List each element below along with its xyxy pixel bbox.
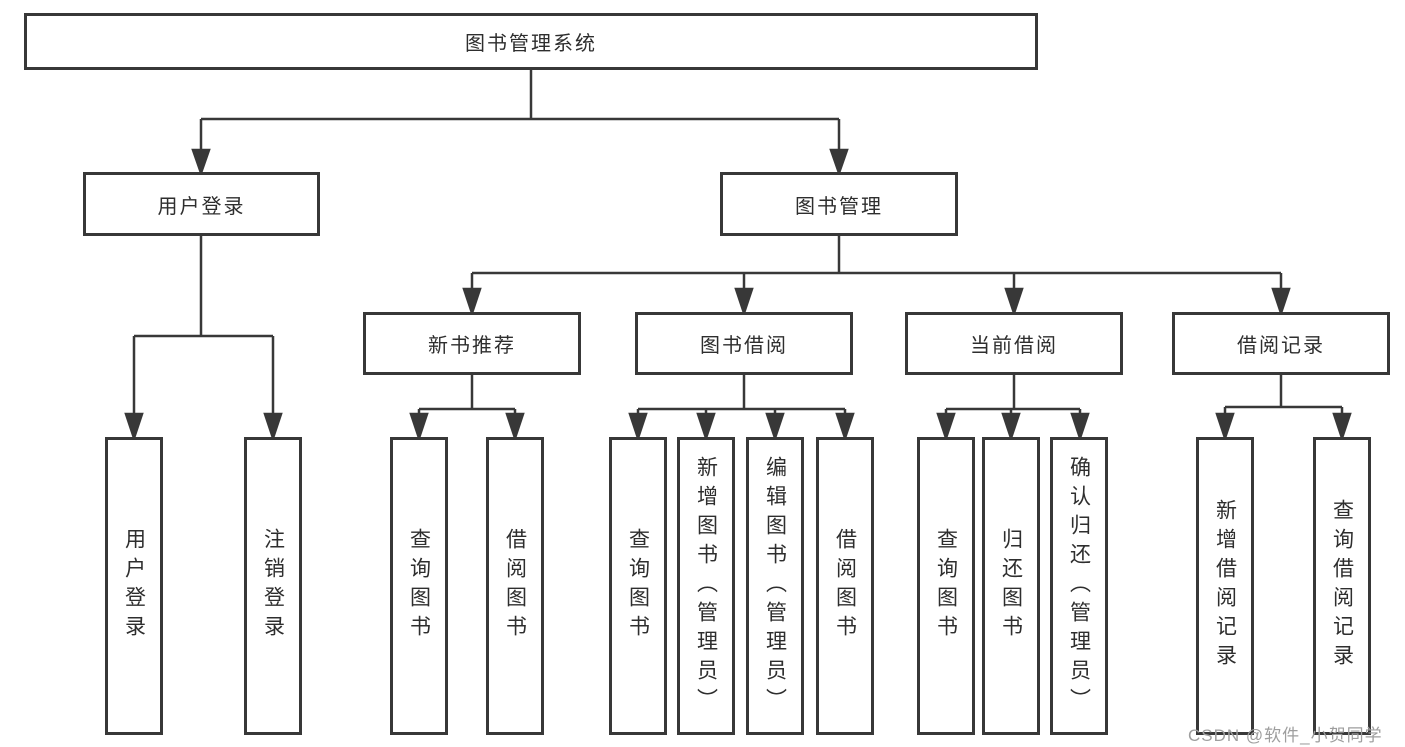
leaf-recommend-borrow-book: 借阅图书: [486, 437, 544, 735]
leaf-record-query-record-label: 查询借阅记录: [1330, 499, 1354, 673]
csdn-watermark: CSDN @软件_小贺同学: [1188, 726, 1383, 745]
connector-borrow-record: [1215, 375, 1352, 442]
node-book-management-label: 图书管理: [795, 195, 883, 218]
connector-book-management: [462, 236, 1291, 317]
arrowhead: [263, 412, 283, 442]
node-borrow-record: 借阅记录: [1172, 312, 1390, 375]
arrowhead: [191, 148, 211, 177]
arrowhead: [505, 412, 525, 442]
leaf-current-confirm-return-admin: 确认归还（管理员）: [1050, 437, 1108, 735]
connector-current-borrow: [936, 375, 1090, 442]
node-borrow-record-label: 借阅记录: [1237, 335, 1325, 357]
leaf-borrow-edit-book-admin: 编辑图书（管理员）: [746, 437, 804, 735]
arrowhead: [829, 148, 849, 177]
connector-book-borrow: [628, 375, 855, 442]
connector-new-book-recommend: [409, 375, 525, 442]
leaf-recommend-query-book: 查询图书: [390, 437, 448, 735]
arrowhead: [1004, 287, 1024, 317]
leaf-current-confirm-return-admin-label: 确认归还（管理员）: [1067, 455, 1091, 717]
leaf-user-login: 用户登录: [105, 437, 163, 735]
leaf-record-add-record: 新增借阅记录: [1196, 437, 1254, 735]
node-book-borrow-label: 图书借阅: [700, 335, 788, 357]
arrowhead: [1215, 412, 1235, 442]
leaf-current-return-book: 归还图书: [982, 437, 1040, 735]
connector-user-login: [124, 236, 283, 442]
arrowhead: [1070, 412, 1090, 442]
leaf-borrow-add-book-admin: 新增图书（管理员）: [677, 437, 735, 735]
leaf-record-query-record: 查询借阅记录: [1313, 437, 1371, 735]
connector-root: [191, 70, 849, 177]
arrowhead: [1332, 412, 1352, 442]
arrowhead: [835, 412, 855, 442]
leaf-borrow-query-book-label: 查询图书: [626, 528, 650, 644]
arrowhead: [734, 287, 754, 317]
leaf-user-login-label: 用户登录: [122, 528, 146, 644]
leaf-logout-login: 注销登录: [244, 437, 302, 735]
arrowhead: [124, 412, 144, 442]
leaf-current-query-book-label: 查询图书: [934, 528, 958, 644]
leaf-borrow-add-book-admin-label: 新增图书（管理员）: [694, 455, 718, 717]
arrowhead: [696, 412, 716, 442]
arrowhead: [462, 287, 482, 317]
node-root-label: 图书管理系统: [465, 33, 597, 55]
node-new-book-recommend: 新书推荐: [363, 312, 581, 375]
node-root: 图书管理系统: [24, 13, 1038, 70]
leaf-borrow-edit-book-admin-label: 编辑图书（管理员）: [763, 455, 787, 717]
node-new-book-recommend-label: 新书推荐: [428, 335, 516, 357]
leaf-borrow-borrow-book: 借阅图书: [816, 437, 874, 735]
arrowhead: [409, 412, 429, 442]
leaf-borrow-query-book: 查询图书: [609, 437, 667, 735]
leaf-logout-login-label: 注销登录: [261, 528, 285, 644]
arrowhead: [1001, 412, 1021, 442]
arrowhead: [628, 412, 648, 442]
leaf-record-add-record-label: 新增借阅记录: [1213, 499, 1237, 673]
leaf-recommend-query-book-label: 查询图书: [407, 528, 431, 644]
leaf-current-query-book: 查询图书: [917, 437, 975, 735]
leaf-current-return-book-label: 归还图书: [999, 528, 1023, 644]
arrowhead: [1271, 287, 1291, 317]
arrowhead: [936, 412, 956, 442]
node-current-borrow-label: 当前借阅: [970, 335, 1058, 357]
node-user-login: 用户登录: [83, 172, 320, 236]
node-user-login-label: 用户登录: [157, 195, 246, 218]
leaf-recommend-borrow-book-label: 借阅图书: [503, 528, 527, 644]
node-current-borrow: 当前借阅: [905, 312, 1123, 375]
node-book-borrow: 图书借阅: [635, 312, 853, 375]
leaf-borrow-borrow-book-label: 借阅图书: [833, 528, 857, 644]
arrowhead: [765, 412, 785, 442]
node-book-management: 图书管理: [720, 172, 958, 236]
